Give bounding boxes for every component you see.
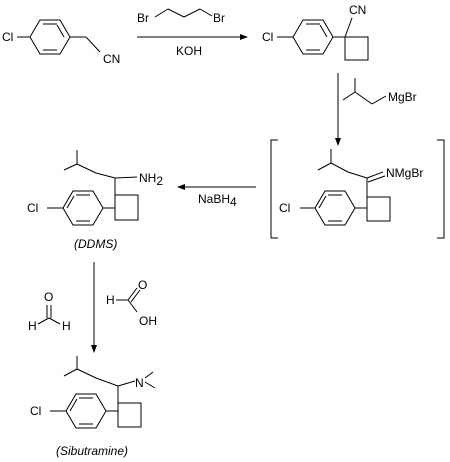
intermediate-cyclobutane-nitrile: Cl CN — [262, 3, 369, 61]
reagent-isobutylmagnesium-bromide: MgBr — [342, 78, 417, 105]
arrowhead-4 — [91, 345, 97, 353]
atom-label-cl: Cl — [27, 201, 38, 215]
atom-label-br-right: Br — [213, 11, 225, 25]
reagent-formaldehyde: O H H — [28, 290, 71, 333]
arrowhead-2 — [335, 138, 341, 146]
atom-label-oh: OH — [139, 314, 157, 328]
arrowhead-1 — [240, 34, 248, 40]
reagent-koh: KOH — [176, 44, 202, 58]
atom-label-h: H — [106, 293, 115, 307]
atom-label-n: N — [135, 376, 144, 390]
atom-label-cl: Cl — [262, 30, 273, 44]
atom-label-nh2: NH2 — [139, 171, 163, 188]
reagent-dibromopropane: Br Br — [137, 8, 225, 25]
compound-name-sibutramine: (Sibutramine) — [56, 444, 128, 458]
compound-name-ddms: (DDMS) — [74, 237, 117, 251]
reagent-formic-acid: H O OH — [106, 278, 157, 328]
atom-label-br-left: Br — [137, 11, 149, 25]
atom-label-cl: Cl — [2, 30, 13, 44]
bracket-left — [270, 139, 278, 239]
atom-label-o: O — [44, 290, 53, 304]
atom-label-mgbr: MgBr — [388, 90, 417, 104]
arrowhead-3 — [177, 184, 185, 190]
atom-label-nmgbr: NMgBr — [386, 166, 423, 180]
atom-label-h: H — [62, 319, 71, 333]
starting-material: Cl CN — [2, 19, 120, 66]
product-sibutramine: N Cl — [30, 356, 156, 429]
intermediate-imine-magnesium: NMgBr Cl — [279, 149, 423, 226]
bracket-right — [437, 139, 445, 239]
atom-label-o: O — [138, 278, 147, 292]
reagent-nabh4: NaBH4 — [198, 192, 237, 209]
atom-label-cl: Cl — [279, 201, 290, 215]
atom-label-cn: CN — [103, 52, 120, 66]
atom-label-cl: Cl — [30, 404, 41, 418]
atom-label-cn: CN — [349, 3, 366, 17]
product-ddms: NH2 Cl — [27, 150, 163, 226]
atom-label-h: H — [28, 319, 37, 333]
